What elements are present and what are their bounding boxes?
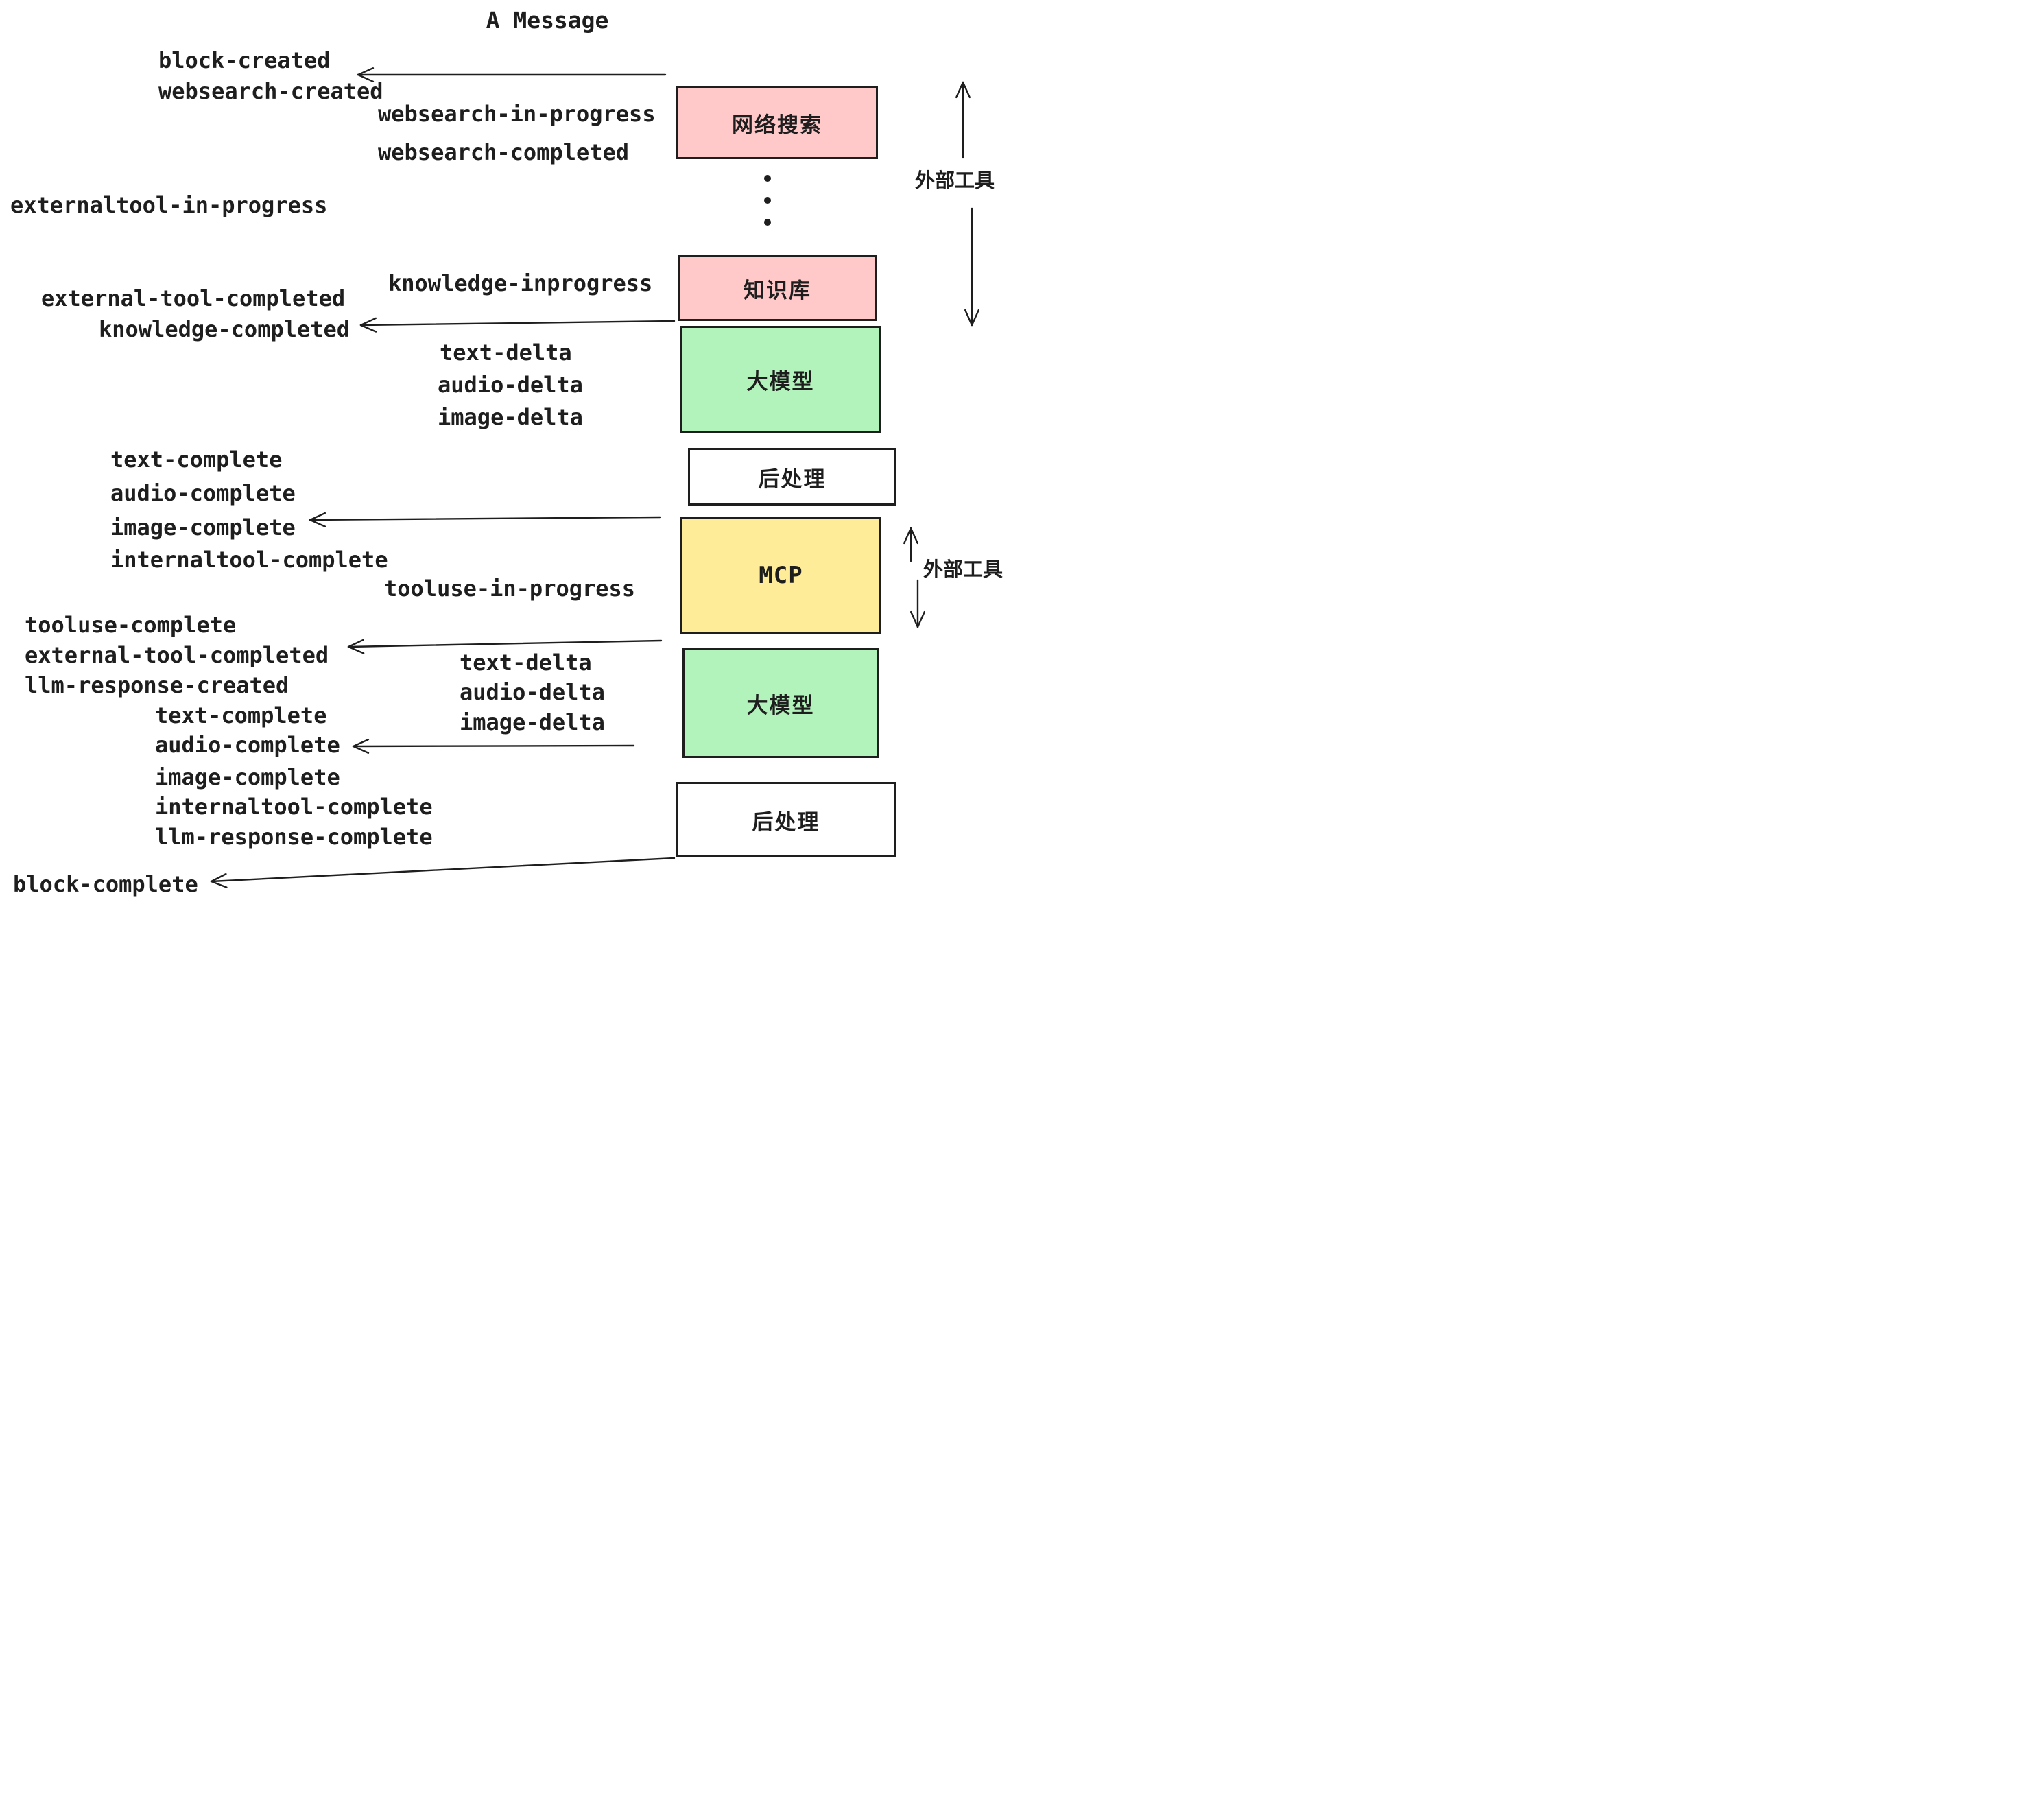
- process-box-label: 知识库: [744, 278, 811, 302]
- event-label: externaltool-in-progress: [10, 192, 328, 218]
- arrow-line: [352, 738, 370, 748]
- process-box-mcp: MCP: [680, 517, 881, 634]
- event-label: text-delta: [460, 650, 592, 676]
- event-label: tooluse-in-progress: [384, 575, 636, 602]
- event-label: block-created: [158, 47, 331, 73]
- process-box-label: 大模型: [746, 693, 815, 717]
- arrow-line: [309, 516, 661, 521]
- event-label: llm-response-created: [25, 672, 289, 698]
- arrow-line: [347, 645, 365, 654]
- event-label: websearch-completed: [378, 139, 630, 165]
- arrow-line: [910, 527, 918, 545]
- arrow-line: [210, 857, 676, 883]
- event-label: image-delta: [460, 709, 605, 735]
- diagram-title: A Message: [486, 7, 609, 34]
- process-box-knowledge: 知识库: [678, 255, 877, 321]
- event-label: audio-delta: [438, 372, 583, 398]
- event-label: audio-complete: [155, 732, 340, 758]
- event-label: text-complete: [155, 702, 327, 728]
- event-label: text-complete: [110, 447, 283, 473]
- event-label: image-complete: [110, 514, 296, 541]
- ellipsis-dot: [764, 175, 771, 182]
- external-tools-label: 外部工具: [915, 170, 995, 192]
- arrow-line: [910, 610, 919, 628]
- process-box-post-1: 后处理: [688, 448, 896, 506]
- process-box-label: 网络搜索: [732, 112, 822, 137]
- arrow-line: [955, 81, 964, 99]
- arrow-line: [971, 309, 979, 327]
- arrow-line: [359, 317, 377, 327]
- arrow-line: [352, 745, 370, 754]
- event-label: internaltool-complete: [110, 547, 388, 573]
- event-label: external-tool-completed: [25, 642, 329, 668]
- arrow-line: [309, 519, 326, 527]
- event-label: audio-complete: [110, 480, 296, 506]
- event-label: image-complete: [155, 764, 340, 790]
- ellipsis-dot: [764, 197, 771, 204]
- event-label: block-complete: [13, 871, 198, 897]
- arrow-line: [903, 527, 912, 545]
- event-label: llm-response-complete: [155, 824, 433, 850]
- process-box-llm-2: 大模型: [682, 648, 879, 758]
- arrows-layer: [210, 67, 979, 888]
- event-label: image-delta: [438, 404, 583, 430]
- event-label: external-tool-completed: [41, 285, 346, 311]
- event-label: knowledge-completed: [99, 316, 350, 342]
- event-label: internaltool-complete: [155, 794, 433, 820]
- ellipsis-dot: [764, 219, 771, 226]
- process-box-llm-1: 大模型: [680, 326, 881, 433]
- process-box-label: 大模型: [746, 369, 815, 394]
- event-label: text-delta: [440, 340, 572, 366]
- arrow-line: [964, 309, 973, 327]
- arrow-line: [347, 639, 663, 648]
- arrow-line: [916, 610, 925, 628]
- arrow-line: [962, 81, 971, 99]
- arrow-line: [357, 73, 375, 82]
- process-box-label: 后处理: [752, 809, 820, 834]
- diagram-canvas: A Message 网络搜索 知识库 大模型 后处理 MCP 大模型 后处理 b…: [0, 0, 1022, 902]
- external-tools-label: 外部工具: [923, 559, 1003, 581]
- event-label: websearch-in-progress: [378, 101, 656, 127]
- process-box-websearch: 网络搜索: [676, 86, 878, 159]
- event-label: knowledge-inprogress: [388, 270, 653, 296]
- arrow-line: [347, 639, 364, 648]
- event-label: tooluse-complete: [25, 612, 237, 638]
- arrow-line: [357, 67, 375, 76]
- arrow-line: [359, 320, 676, 327]
- process-box-label: 后处理: [758, 466, 827, 491]
- event-label: audio-delta: [460, 679, 605, 705]
- arrow-line: [210, 880, 228, 888]
- process-box-label: MCP: [759, 562, 803, 589]
- process-box-post-2: 后处理: [676, 782, 896, 857]
- arrow-line: [309, 512, 326, 521]
- arrow-line: [359, 324, 377, 333]
- event-label: websearch-created: [158, 78, 383, 104]
- arrow-line: [210, 873, 227, 883]
